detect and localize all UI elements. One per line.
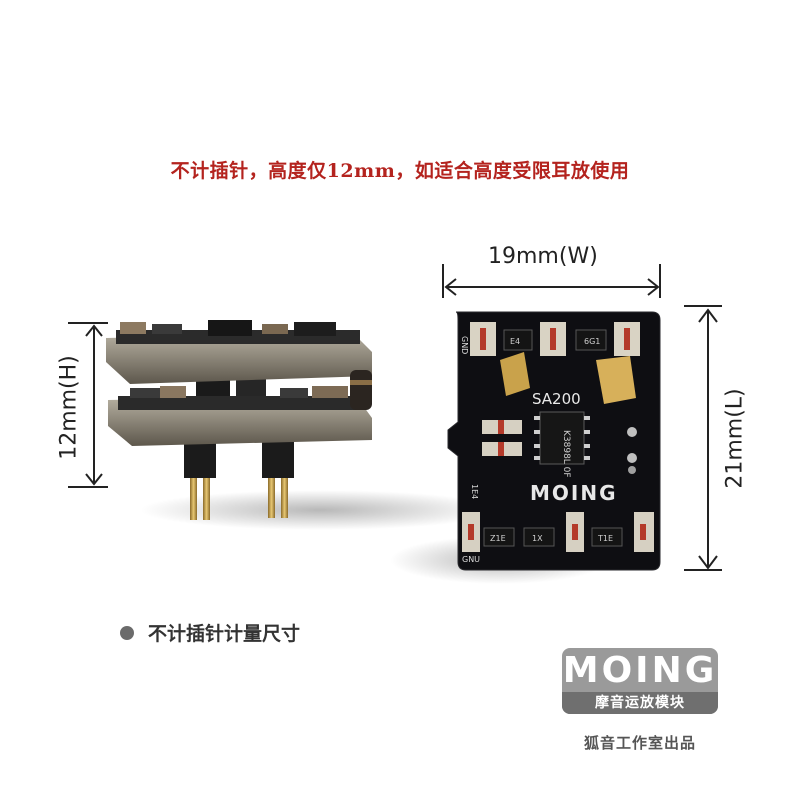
bullet-icon xyxy=(120,625,134,640)
component-mark-6: T1E xyxy=(597,534,613,543)
length-arrow xyxy=(684,305,722,571)
stack-shadow xyxy=(140,490,500,530)
component-mark-5: 1X xyxy=(532,534,543,543)
height-arrow xyxy=(68,322,108,488)
caption: 不计插针计量尺寸 xyxy=(120,619,300,646)
silkscreen-gnd-top: GND xyxy=(460,336,469,354)
width-dimension-label: 19mm(W) xyxy=(488,244,598,269)
silkscreen-gnd-bottom: GNU xyxy=(462,555,480,564)
component-mark-3: 1E4 xyxy=(470,484,479,499)
component-mark-1: E4 xyxy=(510,337,520,346)
logo-mark: MOING xyxy=(562,650,718,691)
width-arrow xyxy=(442,264,661,298)
headline: 不计插针，高度仅12mm，如适合高度受限耳放使用 xyxy=(170,160,630,182)
caption-text: 不计插针计量尺寸 xyxy=(148,623,301,645)
pcb-top-view xyxy=(447,311,661,571)
logo-subtitle: 摩音运放模块 xyxy=(562,692,718,714)
board-model-text: SA200 xyxy=(532,390,581,408)
component-mark-4: Z1E xyxy=(490,534,506,543)
chip-marking-text: K3898L 0F xyxy=(561,430,571,478)
component-mark-2: 6G1 xyxy=(584,337,600,346)
stacked-module-photo xyxy=(106,320,372,520)
brand-logo: MOING 摩音运放模块 xyxy=(562,648,718,714)
board-brand-text: MOING xyxy=(530,481,618,505)
studio-credit: 狐音工作室出品 xyxy=(583,734,696,752)
